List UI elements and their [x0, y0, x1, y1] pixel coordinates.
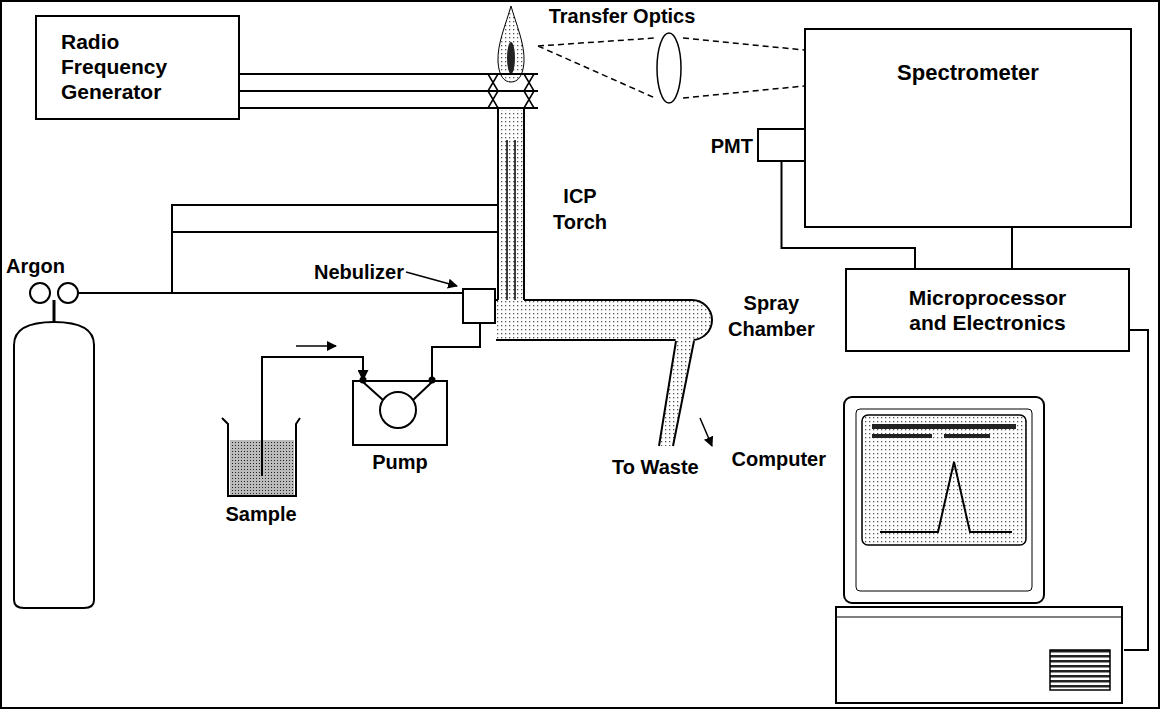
note-label: To Waste — [612, 455, 699, 479]
detector-box: PMT — [757, 128, 806, 162]
pump-roller — [380, 392, 416, 428]
gas-cylinder — [14, 322, 94, 608]
torch-fill — [498, 110, 524, 300]
label-holder: Pump — [372, 450, 428, 474]
monitor-bezel — [856, 409, 1032, 591]
torch-inner-tube — [507, 140, 515, 300]
label-holder: Transfer Optics — [549, 4, 696, 28]
node-label: PMT — [711, 134, 753, 158]
load-coil — [484, 74, 538, 108]
optical-path — [683, 38, 804, 98]
label-holder: PMT — [711, 134, 753, 158]
beaker — [222, 418, 300, 496]
node-label: Argon — [6, 254, 65, 278]
base-edge — [836, 617, 1122, 618]
spray-chamber-node: Spray Chamber — [496, 296, 714, 450]
coil-turns — [488, 74, 534, 108]
gas-supply-node: Argon — [6, 254, 100, 612]
spray-chamber — [496, 300, 712, 340]
cylinder-stem — [53, 300, 56, 322]
drain-tube — [659, 341, 694, 446]
connector-line — [240, 74, 484, 108]
node-label: Microprocessor and Electronics — [890, 285, 1085, 335]
torch-node: ICP Torch — [484, 4, 538, 296]
node-label: Spectrometer — [897, 60, 1039, 86]
label-holder: Sample — [225, 502, 296, 526]
generator-box: Radio Frequency Generator — [35, 15, 240, 120]
spectral-peak — [880, 462, 1012, 532]
node-label: Transfer Optics — [549, 4, 696, 28]
screen-bar — [872, 424, 1016, 429]
node-label: Computer — [732, 447, 826, 471]
waste-arrow — [700, 418, 712, 446]
pump-tubing — [363, 382, 432, 400]
plasma-core — [507, 42, 515, 74]
screen — [862, 415, 1026, 545]
lens — [657, 33, 681, 103]
plasma-flame — [498, 6, 524, 82]
monitor — [844, 397, 1044, 603]
node-label: Radio Frequency Generator — [61, 29, 167, 104]
electronics-box: Microprocessor and Electronics — [845, 268, 1130, 352]
node-label: Sample — [225, 502, 296, 526]
regulator-gauge — [58, 283, 78, 303]
connector-line — [100, 205, 484, 293]
sample-tube — [261, 418, 263, 476]
regulator-gauge — [30, 283, 50, 303]
gas-inlet-stub — [484, 205, 498, 232]
label-holder: ICP Torch — [553, 183, 607, 235]
label-holder: Argon — [6, 254, 65, 278]
node-label: Spray Chamber — [728, 290, 815, 342]
label-holder: Computer — [732, 447, 826, 471]
lens-node: Transfer Optics — [655, 32, 683, 104]
nebulizer-box: Nebulizer — [462, 288, 496, 324]
sample-node: Sample — [222, 418, 300, 498]
label-holder: Nebulizer — [314, 260, 404, 284]
connector-line — [262, 357, 363, 418]
computer-base — [836, 607, 1122, 703]
spray-chamber-fill — [496, 300, 712, 340]
spectrometer-box: Spectrometer — [804, 28, 1132, 228]
leader-arrow — [406, 272, 457, 286]
torch-tube — [498, 108, 524, 300]
connector-line — [1124, 330, 1148, 650]
screen-bar — [872, 434, 932, 438]
screen-bar — [944, 434, 990, 438]
gas-line — [78, 292, 100, 294]
pump-box: Pump — [352, 380, 448, 446]
node-label: Pump — [372, 450, 428, 474]
computer-node: Computer — [832, 395, 1124, 705]
node-label: Nebulizer — [314, 260, 404, 284]
node-label: ICP Torch — [553, 183, 607, 235]
drain-fill — [659, 337, 694, 446]
connector-line — [1011, 228, 1013, 268]
label-holder: Spray Chamber — [728, 290, 815, 342]
connector-line — [432, 324, 480, 380]
optical-path — [538, 38, 655, 98]
flow-arrow — [296, 345, 336, 347]
disk-slot — [1050, 650, 1110, 690]
